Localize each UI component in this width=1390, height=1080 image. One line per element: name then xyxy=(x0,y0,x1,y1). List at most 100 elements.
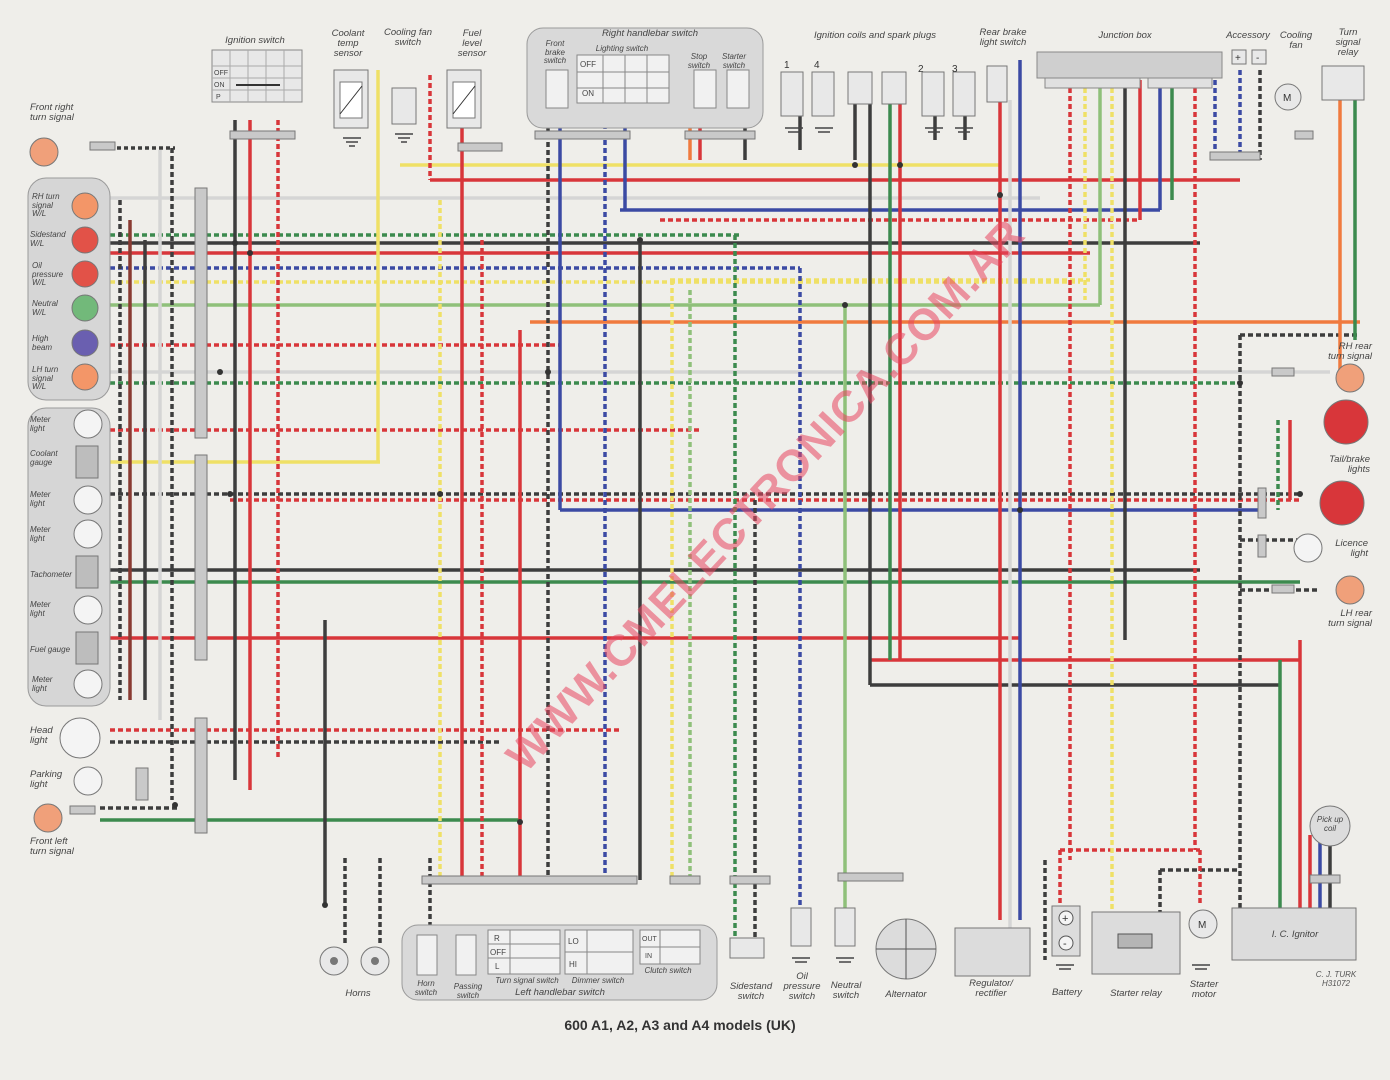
junction-dot xyxy=(247,250,253,256)
coil-4-body xyxy=(811,71,835,117)
dimmer-lo-mark: LO xyxy=(568,937,579,946)
label-coolant-temp-sensor: Coolant temp sensor xyxy=(331,28,365,59)
label-fuel-level-sensor: Fuel level sensor xyxy=(457,28,487,59)
label-junction-box: Junction box xyxy=(1098,30,1152,41)
oil-pressure-wl-bulb xyxy=(71,260,99,288)
wire-harness xyxy=(100,146,1360,872)
label-neutral-wl: Neutral W/L xyxy=(32,299,58,317)
clutch-in-mark: IN xyxy=(645,953,652,960)
coil-1-body xyxy=(780,71,804,117)
ignition-on-mark: ON xyxy=(214,82,225,89)
tachometer-box xyxy=(75,555,99,589)
ignition-p-mark: P xyxy=(216,94,221,101)
high-beam-bulb xyxy=(71,329,99,357)
label-turn-signal-switch: Turn signal switch xyxy=(495,976,559,985)
sensor-arrow xyxy=(339,85,363,115)
junction-dot xyxy=(852,162,858,168)
coil-connector xyxy=(847,71,873,105)
junction-dot xyxy=(997,192,1003,198)
label-pick-up-coil: Pick up coil xyxy=(1316,815,1344,833)
dimmer-hi-mark: HI xyxy=(569,960,577,969)
turn-signal-relay-body xyxy=(1321,65,1365,101)
bottom-switches xyxy=(729,907,856,959)
label-tail-brake: Tail/brake lights xyxy=(1329,454,1370,475)
connector-bar xyxy=(194,187,208,439)
meter-light-bulb xyxy=(73,485,103,515)
junction-box-plug xyxy=(1044,77,1141,89)
credit-author: C. J. TURK xyxy=(1315,970,1357,979)
connector-bar xyxy=(135,767,149,801)
connector-bar xyxy=(1271,584,1295,594)
label-sidestand-switch: Sidestand switch xyxy=(729,981,773,1002)
connector-bar xyxy=(1257,534,1267,558)
turn-signal-switch-body xyxy=(487,929,561,975)
label-passing-switch: Passing switch xyxy=(453,982,483,1000)
junction-dot xyxy=(637,237,643,243)
label-ignition-coils: Ignition coils and spark plugs xyxy=(814,30,936,41)
neutral-switch-body xyxy=(834,907,856,947)
label-head-light: Head light xyxy=(30,725,53,746)
tail-light-bulb xyxy=(1323,399,1369,445)
connector-bar xyxy=(194,454,208,661)
coil-3-mark: 3 xyxy=(952,64,958,75)
rear-top-devices: + - M xyxy=(1231,49,1365,111)
label-ignition-switch: Ignition switch xyxy=(225,35,285,46)
brake-light-bulb xyxy=(1319,480,1365,526)
licence-light-bulb xyxy=(1293,533,1323,563)
author-credit: C. J. TURK H31072 xyxy=(1306,970,1366,988)
right-handlebar-switches: OFF ON xyxy=(545,54,750,109)
cooling-fan-motor xyxy=(1274,83,1302,111)
front-left-turn-bulb xyxy=(33,803,63,833)
label-neutral-switch: Neutral switch xyxy=(830,980,862,1001)
label-dimmer-switch: Dimmer switch xyxy=(571,976,625,985)
ic-ignitor-body xyxy=(1231,907,1357,961)
junction-box xyxy=(1036,51,1223,89)
ground-symbols xyxy=(343,127,1210,970)
junction-dot xyxy=(227,491,233,497)
label-rh-turn-wl: RH turn signal W/L xyxy=(32,192,60,218)
label-alternator: Alternator xyxy=(885,989,927,1000)
label-lh-turn-wl: LH turn signal W/L xyxy=(32,365,59,391)
starter-motor-m: M xyxy=(1198,920,1206,931)
horn-1-center xyxy=(330,957,338,965)
junction-dots xyxy=(172,162,1303,908)
connector-bar xyxy=(729,875,771,885)
label-left-handlebar-switch: Left handlebar switch xyxy=(515,987,605,998)
top-sensors xyxy=(333,69,482,129)
oil-pressure-switch-body xyxy=(790,907,812,947)
label-front-right-turn: Front right turn signal xyxy=(30,102,74,123)
connector-bar xyxy=(1294,130,1314,140)
junction-dot xyxy=(437,491,443,497)
label-cooling-fan-switch: Cooling fan switch xyxy=(383,27,433,48)
connector-bar xyxy=(669,875,701,885)
junction-dot xyxy=(1297,491,1303,497)
coil-3-body xyxy=(952,71,976,117)
junction-dot xyxy=(1237,380,1243,386)
head-light-bulb xyxy=(59,717,101,759)
left-handlebar-switches: R OFF L LO HI OUT IN xyxy=(416,929,701,976)
label-rear-brake-switch: Rear brake light switch xyxy=(979,27,1027,48)
fuel-gauge-box xyxy=(75,631,99,665)
label-clutch-switch: Clutch switch xyxy=(644,966,692,975)
label-lh-rear-turn: LH rear turn signal xyxy=(1328,608,1372,629)
accessory-plus: + xyxy=(1235,53,1241,64)
label-high-beam: High beam xyxy=(32,334,53,352)
junction-dot xyxy=(217,369,223,375)
junction-dot xyxy=(842,302,848,308)
connectors xyxy=(69,130,1341,885)
lh-rear-turn-bulb xyxy=(1335,575,1365,605)
label-fuel-gauge: Fuel gauge xyxy=(30,645,71,654)
meter-light-bulb xyxy=(73,519,103,549)
connector-bar xyxy=(1257,487,1267,519)
label-starter-relay: Starter relay xyxy=(1110,988,1162,999)
connector-bar xyxy=(534,130,631,140)
ignition-switch-body xyxy=(211,49,303,103)
lighting-switch-body xyxy=(576,54,670,104)
parking-light-bulb xyxy=(73,766,103,796)
diagram-caption: 600 A1, A2, A3 and A4 models (UK) xyxy=(564,1017,796,1033)
label-starter-switch: Starter switch xyxy=(721,52,746,70)
coolant-gauge-box xyxy=(75,445,99,479)
label-starter-motor: Starter motor xyxy=(1189,979,1219,1000)
label-sidestand-wl: Sidestand W/L xyxy=(30,230,66,248)
